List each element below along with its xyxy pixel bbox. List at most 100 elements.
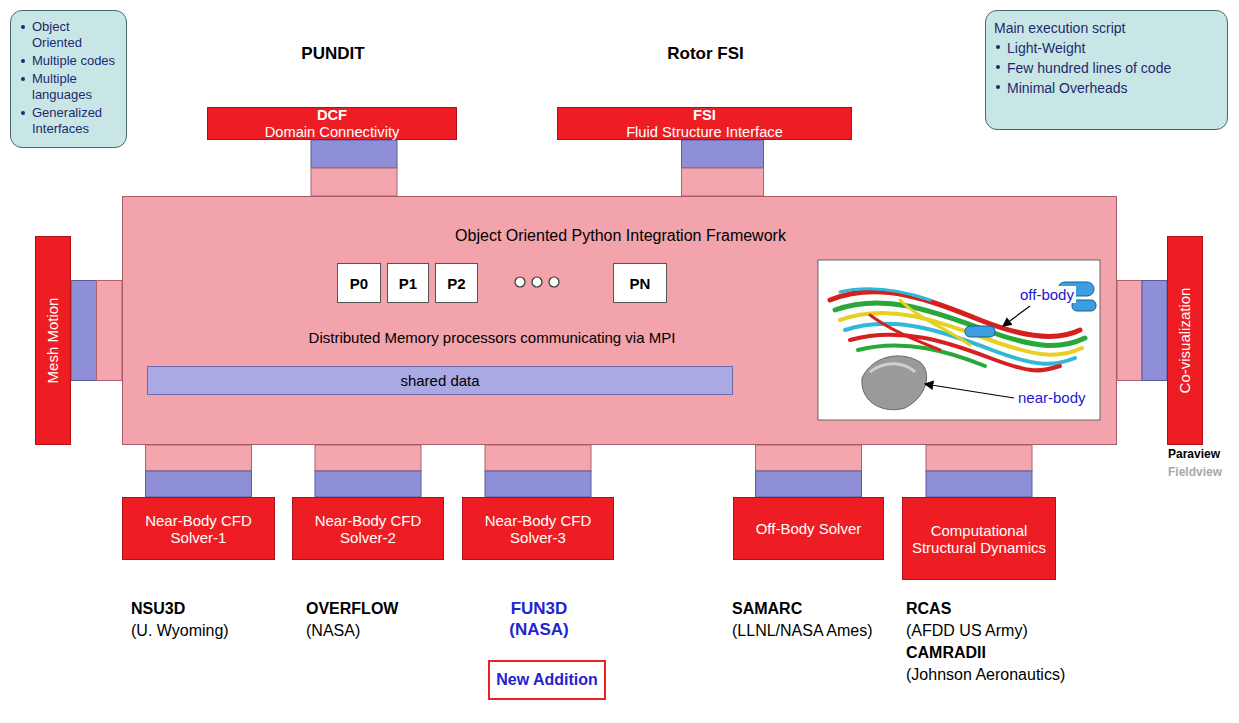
solver-box: Near-Body CFD Solver-2OVERFLOW(NASA): [292, 497, 444, 560]
code-name: (Johnson Aeronautics): [906, 664, 1136, 686]
node-text: Near-Body CFD Solver-1: [123, 512, 274, 546]
node-text: P1: [399, 275, 417, 292]
code-holder: NSU3D(U. Wyoming): [131, 598, 291, 642]
solver-box: Near-Body CFD Solver-3FUN3D (NASA): [462, 497, 614, 560]
adapter-block: [315, 445, 421, 471]
script-callout: Main execution scriptLight-WeightFew hun…: [985, 10, 1228, 130]
bullet-row: Multiple codes: [19, 53, 115, 69]
node-body: New Addition: [490, 662, 604, 698]
code-name: (LLNL/NASA Ames): [732, 620, 932, 642]
leader-label: near-body: [1016, 389, 1088, 406]
node-text: Multiple languages: [32, 71, 118, 103]
node-text: P2: [447, 275, 465, 292]
adapter-block: [311, 168, 397, 196]
bullet-dot: [996, 85, 1000, 89]
adapter-block: [311, 140, 397, 168]
bullet-dot: [21, 77, 25, 81]
bullet-dot: [996, 65, 1000, 69]
node-body: Off-Body Solver: [734, 498, 883, 559]
node-body: Near-Body CFD Solver-2: [293, 498, 443, 559]
node-body: Near-Body CFD Solver-1: [123, 498, 274, 559]
interface-connector: [146, 445, 252, 497]
node-text: shared data: [400, 372, 479, 389]
node-text: Object Oriented Python Integration Frame…: [123, 227, 1118, 245]
leader-label: off-body: [1018, 286, 1076, 303]
adapter-block: [146, 445, 252, 471]
code-name: RCAS: [906, 598, 1136, 620]
node-text: Co-visualization: [1177, 288, 1194, 394]
node-text: Computational Structural Dynamics: [903, 522, 1055, 556]
tool-label: Paraview: [1168, 447, 1220, 461]
adapter-block: [146, 471, 252, 497]
node-body: Main execution scriptLight-WeightFew hun…: [986, 11, 1227, 107]
node-text: Fluid Structure Interface: [626, 124, 783, 140]
adapter-block: [485, 445, 591, 471]
heading-holder: PUNDIT: [178, 44, 488, 64]
node-body: shared data: [148, 367, 732, 394]
code-holder: SAMARC(LLNL/NASA Ames): [732, 598, 932, 642]
node-text: Domain Connectivity: [265, 124, 400, 140]
node-body: P0: [338, 264, 380, 302]
code-name: SAMARC: [732, 598, 932, 620]
node-text: DCF: [317, 107, 347, 123]
processor-box: P0: [337, 263, 381, 303]
interface-connector: [682, 140, 764, 196]
interface-connector: [756, 445, 862, 497]
bullet-row: Light-Weight: [994, 39, 1085, 57]
shared-data-band: shared data: [147, 366, 733, 395]
adapter-block: [682, 168, 764, 196]
node-body: DCFDomain Connectivity: [208, 108, 456, 139]
interface-connector: [311, 140, 397, 196]
node-body: FSIFluid Structure Interface: [558, 108, 851, 139]
node-text: Light-Weight: [1007, 39, 1085, 57]
adapter-block: [756, 445, 862, 471]
bullet-dot: [21, 59, 25, 63]
code-name: (U. Wyoming): [131, 620, 291, 642]
bullet-dot: [996, 45, 1000, 49]
bullet-row: Generalized Interfaces: [19, 105, 118, 137]
code-name: (NASA): [306, 620, 466, 642]
code-name: FUN3D (NASA): [494, 598, 584, 640]
interface-connector: [926, 445, 1032, 497]
adapter-block: [485, 471, 591, 497]
adapter-block: [71, 281, 97, 381]
adapter-block: [1117, 281, 1142, 381]
node-body: Computational Structural Dynamics: [903, 498, 1055, 579]
code-name: CAMRADII: [906, 642, 1136, 664]
node-text: Few hundred lines of code: [1007, 59, 1171, 77]
code-name: NSU3D: [131, 598, 291, 620]
heading-holder: Rotor FSI: [548, 44, 863, 64]
adapter-block: [926, 471, 1032, 497]
node-text: PN: [630, 275, 651, 292]
solver-box: Near-Body CFD Solver-1NSU3D(U. Wyoming): [122, 497, 275, 560]
bullet-row: Object Oriented: [19, 19, 118, 51]
node-body: PN: [614, 264, 666, 302]
solver-box: Off-Body SolverSAMARC(LLNL/NASA Ames): [733, 497, 884, 560]
feature-callout: Object OrientedMultiple codesMultiple la…: [10, 10, 127, 148]
node-text: Near-Body CFD Solver-3: [463, 512, 613, 546]
code-holder: RCAS(AFDD US Army)CAMRADII(Johnson Aeron…: [906, 598, 1136, 686]
node-body: Co-visualization: [1168, 237, 1202, 444]
module-box: DCFDomain ConnectivityPUNDIT: [207, 107, 457, 140]
node-text: Main execution script: [994, 19, 1126, 37]
node-body: P1: [388, 264, 428, 302]
text-holder: Object Oriented Python Integration Frame…: [123, 227, 1118, 245]
adapter-block: [682, 140, 764, 168]
interface-connector: [71, 281, 122, 381]
bullet-dot: [21, 111, 25, 115]
node-text: FSI: [693, 107, 716, 123]
bullet-row: Multiple languages: [19, 71, 118, 103]
node-text: Near-Body CFD Solver-2: [293, 512, 443, 546]
adapter-block: [97, 281, 123, 381]
processor-box: P2: [435, 263, 478, 303]
node-text: P0: [350, 275, 368, 292]
code-name: (AFDD US Army): [906, 620, 1136, 642]
module-box: Co-visualization: [1167, 236, 1203, 445]
adapter-block: [926, 445, 1032, 471]
module-box: FSIFluid Structure InterfaceRotor FSI: [557, 107, 852, 140]
adapter-block: [315, 471, 421, 497]
node-body: Object OrientedMultiple codesMultiple la…: [11, 11, 126, 147]
code-holder: OVERFLOW(NASA): [306, 598, 466, 642]
node-text: Generalized Interfaces: [32, 105, 118, 137]
